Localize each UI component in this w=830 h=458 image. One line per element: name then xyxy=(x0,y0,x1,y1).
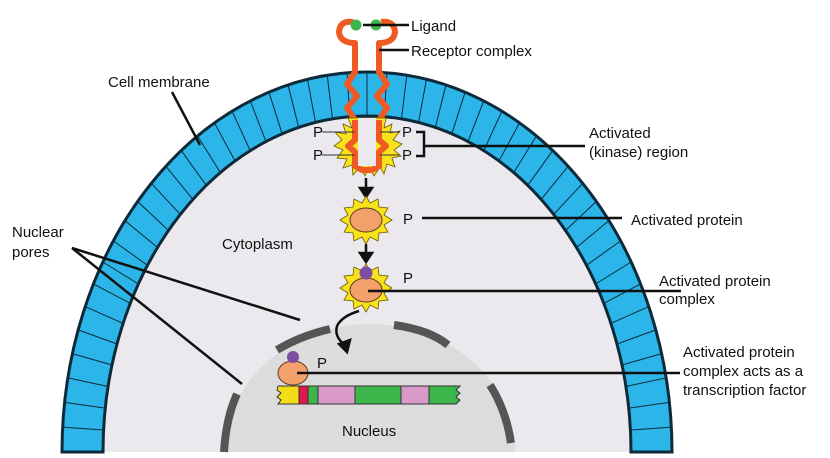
receptor-cytoplasmic-tail xyxy=(345,120,389,173)
membrane-segment-line xyxy=(467,100,485,142)
membrane-segment-line xyxy=(513,135,537,173)
nucleus-label: Nucleus xyxy=(342,423,396,440)
nuclear-pores-label: Nuclear xyxy=(12,224,64,241)
cofactor xyxy=(359,266,373,280)
membrane-segment-line xyxy=(400,75,408,119)
cytoplasm-label: Cytoplasm xyxy=(222,236,293,253)
membrane-segment-line xyxy=(595,261,632,285)
membrane-segment-line xyxy=(603,283,641,304)
membrane-segment-line xyxy=(67,377,109,387)
phosphate-label: P xyxy=(313,124,323,141)
ligand-label: Ligand xyxy=(411,18,456,35)
cell-membrane xyxy=(60,70,674,454)
membrane-segment-line xyxy=(553,182,584,215)
membrane-segment-line xyxy=(64,401,106,409)
activated-region-label: (kinase) region xyxy=(589,144,688,161)
nuclear-envelope-segment xyxy=(274,325,331,354)
membrane-segment-line xyxy=(586,240,621,266)
nuclear-envelope-segment xyxy=(393,321,451,349)
nuclear-envelope xyxy=(220,321,515,453)
leader-lines xyxy=(71,23,409,385)
membrane-segment-line xyxy=(540,165,569,200)
membrane-segment-line xyxy=(630,426,672,431)
membrane-segment-line xyxy=(498,122,520,162)
membrane-segment-line xyxy=(576,220,610,248)
membrane-segment-line xyxy=(62,426,104,431)
membrane-segment-line xyxy=(249,100,267,142)
protein-complex-label: Activated protein xyxy=(659,273,771,290)
phosphate-label: P xyxy=(402,147,412,164)
activated-protein xyxy=(349,207,383,233)
nuclear-pores-label: pores xyxy=(12,244,50,261)
transcription-factor-label: complex acts as a xyxy=(683,363,804,380)
transcription-factor-label: Activated protein xyxy=(683,344,795,361)
ligand-molecule xyxy=(350,19,362,31)
membrane-segment-line xyxy=(434,84,447,128)
membrane-segment-line xyxy=(124,220,158,248)
membrane-segment-line xyxy=(85,306,124,324)
membrane-segment-line xyxy=(150,182,181,215)
membrane-segment-line xyxy=(102,261,139,285)
membrane-segment-line xyxy=(214,122,236,162)
membrane-segment-line xyxy=(165,165,194,200)
membrane-segment-line xyxy=(197,135,221,173)
phosphate-label: P xyxy=(317,355,327,372)
membrane-segment-line xyxy=(307,79,316,123)
membrane-segment-line xyxy=(287,84,300,128)
receptor-phosphates xyxy=(322,131,400,156)
membrane-segment-line xyxy=(137,201,169,231)
nuclear-envelope-segment xyxy=(220,392,241,453)
membrane-segment-line xyxy=(113,240,148,266)
membrane-segment-line xyxy=(621,353,662,366)
membrane-segments xyxy=(62,72,672,431)
transcription-factor-label: transcription factor xyxy=(683,382,806,399)
membrane-segment-line xyxy=(527,150,554,186)
phosphate-label: P xyxy=(313,147,323,164)
membrane-segment-line xyxy=(180,150,207,186)
activated-protein-label: Activated protein xyxy=(631,212,743,229)
membrane-segment-line xyxy=(483,110,503,151)
membrane-segment-line xyxy=(565,201,597,231)
cofactor xyxy=(287,351,299,363)
phosphate-label: P xyxy=(403,270,413,287)
dna-strand xyxy=(276,385,462,405)
kinase-bracket xyxy=(416,130,585,158)
activated-region-label: Activated xyxy=(589,125,651,142)
membrane-segment-line xyxy=(610,306,649,324)
membrane-segment-line xyxy=(326,75,334,119)
membrane-segment-line xyxy=(93,283,131,304)
receptor-complex-label: Receptor complex xyxy=(411,43,532,60)
membrane-segment-line xyxy=(628,401,670,409)
membrane-segment-line xyxy=(268,92,283,134)
membrane-segment-line xyxy=(616,329,656,345)
receptor-complex xyxy=(336,18,398,166)
phosphate-label: P xyxy=(402,124,412,141)
membrane-segment-line xyxy=(78,329,118,345)
pathway-arrows xyxy=(335,178,375,355)
nuclear-envelope-segment xyxy=(486,382,515,444)
cell-membrane-label: Cell membrane xyxy=(108,74,210,91)
protein-complex-label: complex xyxy=(659,291,715,308)
membrane-segment-line xyxy=(451,92,466,134)
membrane-segment-line xyxy=(418,79,427,123)
membrane-segment-line xyxy=(625,377,667,387)
membrane-segment-line xyxy=(72,353,113,366)
phosphate-label: P xyxy=(403,211,413,228)
membrane-segment-line xyxy=(231,110,251,151)
